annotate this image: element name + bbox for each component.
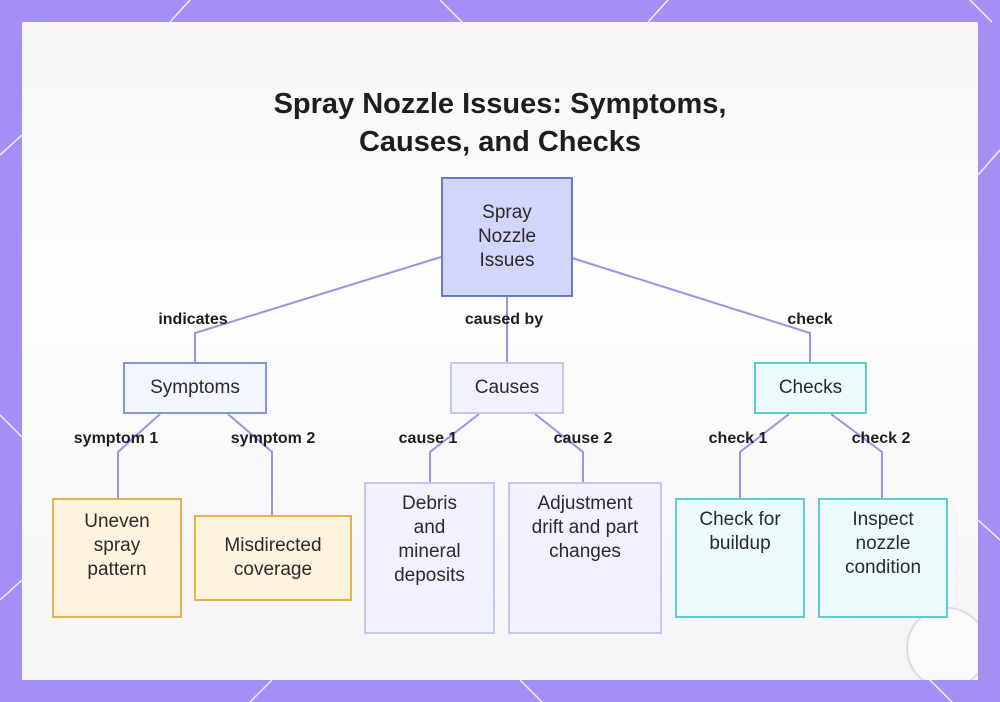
edge-label-check-2: check 2 bbox=[851, 430, 911, 447]
link-causes-2 bbox=[534, 413, 584, 482]
symptoms-node[interactable]: Symptoms bbox=[123, 362, 267, 414]
link-root-symptoms bbox=[194, 256, 442, 362]
debris-deposits-node[interactable]: Debris and mineral deposits bbox=[364, 482, 495, 634]
edge-label-symptom-1: symptom 1 bbox=[73, 430, 159, 447]
diagram-card: Spray Nozzle Issues: Symptoms,Causes, an… bbox=[22, 22, 978, 680]
checks-node[interactable]: Checks bbox=[754, 362, 867, 414]
inspect-nozzle-node[interactable]: Inspect nozzle condition bbox=[818, 498, 948, 618]
link-symptoms-1 bbox=[117, 413, 161, 498]
link-checks-1 bbox=[739, 413, 790, 498]
link-causes-1 bbox=[429, 413, 480, 482]
edge-label-cause-2: cause 2 bbox=[553, 430, 613, 447]
link-root-checks bbox=[571, 257, 811, 362]
misdirected-coverage-node[interactable]: Misdirected coverage bbox=[194, 515, 352, 601]
adjustment-drift-node[interactable]: Adjustment drift and part changes bbox=[508, 482, 662, 634]
check-buildup-node[interactable]: Check for buildup bbox=[675, 498, 805, 618]
diagram-title: Spray Nozzle Issues: Symptoms,Causes, an… bbox=[273, 88, 727, 158]
edge-label-indicates: indicates bbox=[158, 311, 228, 328]
watermark-logo bbox=[906, 607, 978, 680]
edge-label-caused-by: caused by bbox=[464, 311, 544, 328]
uneven-spray-pattern-node[interactable]: Uneven spray pattern bbox=[52, 498, 182, 618]
edge-label-cause-1: cause 1 bbox=[398, 430, 458, 447]
edge-label-symptom-2: symptom 2 bbox=[230, 430, 316, 447]
causes-node[interactable]: Causes bbox=[450, 362, 564, 414]
edge-label-check-1: check 1 bbox=[708, 430, 768, 447]
root-node[interactable]: Spray Nozzle Issues bbox=[441, 177, 573, 297]
connector-lines bbox=[117, 256, 883, 515]
link-symptoms-2 bbox=[227, 413, 273, 515]
edge-label-check: check bbox=[787, 311, 833, 328]
link-checks-2 bbox=[830, 413, 883, 498]
